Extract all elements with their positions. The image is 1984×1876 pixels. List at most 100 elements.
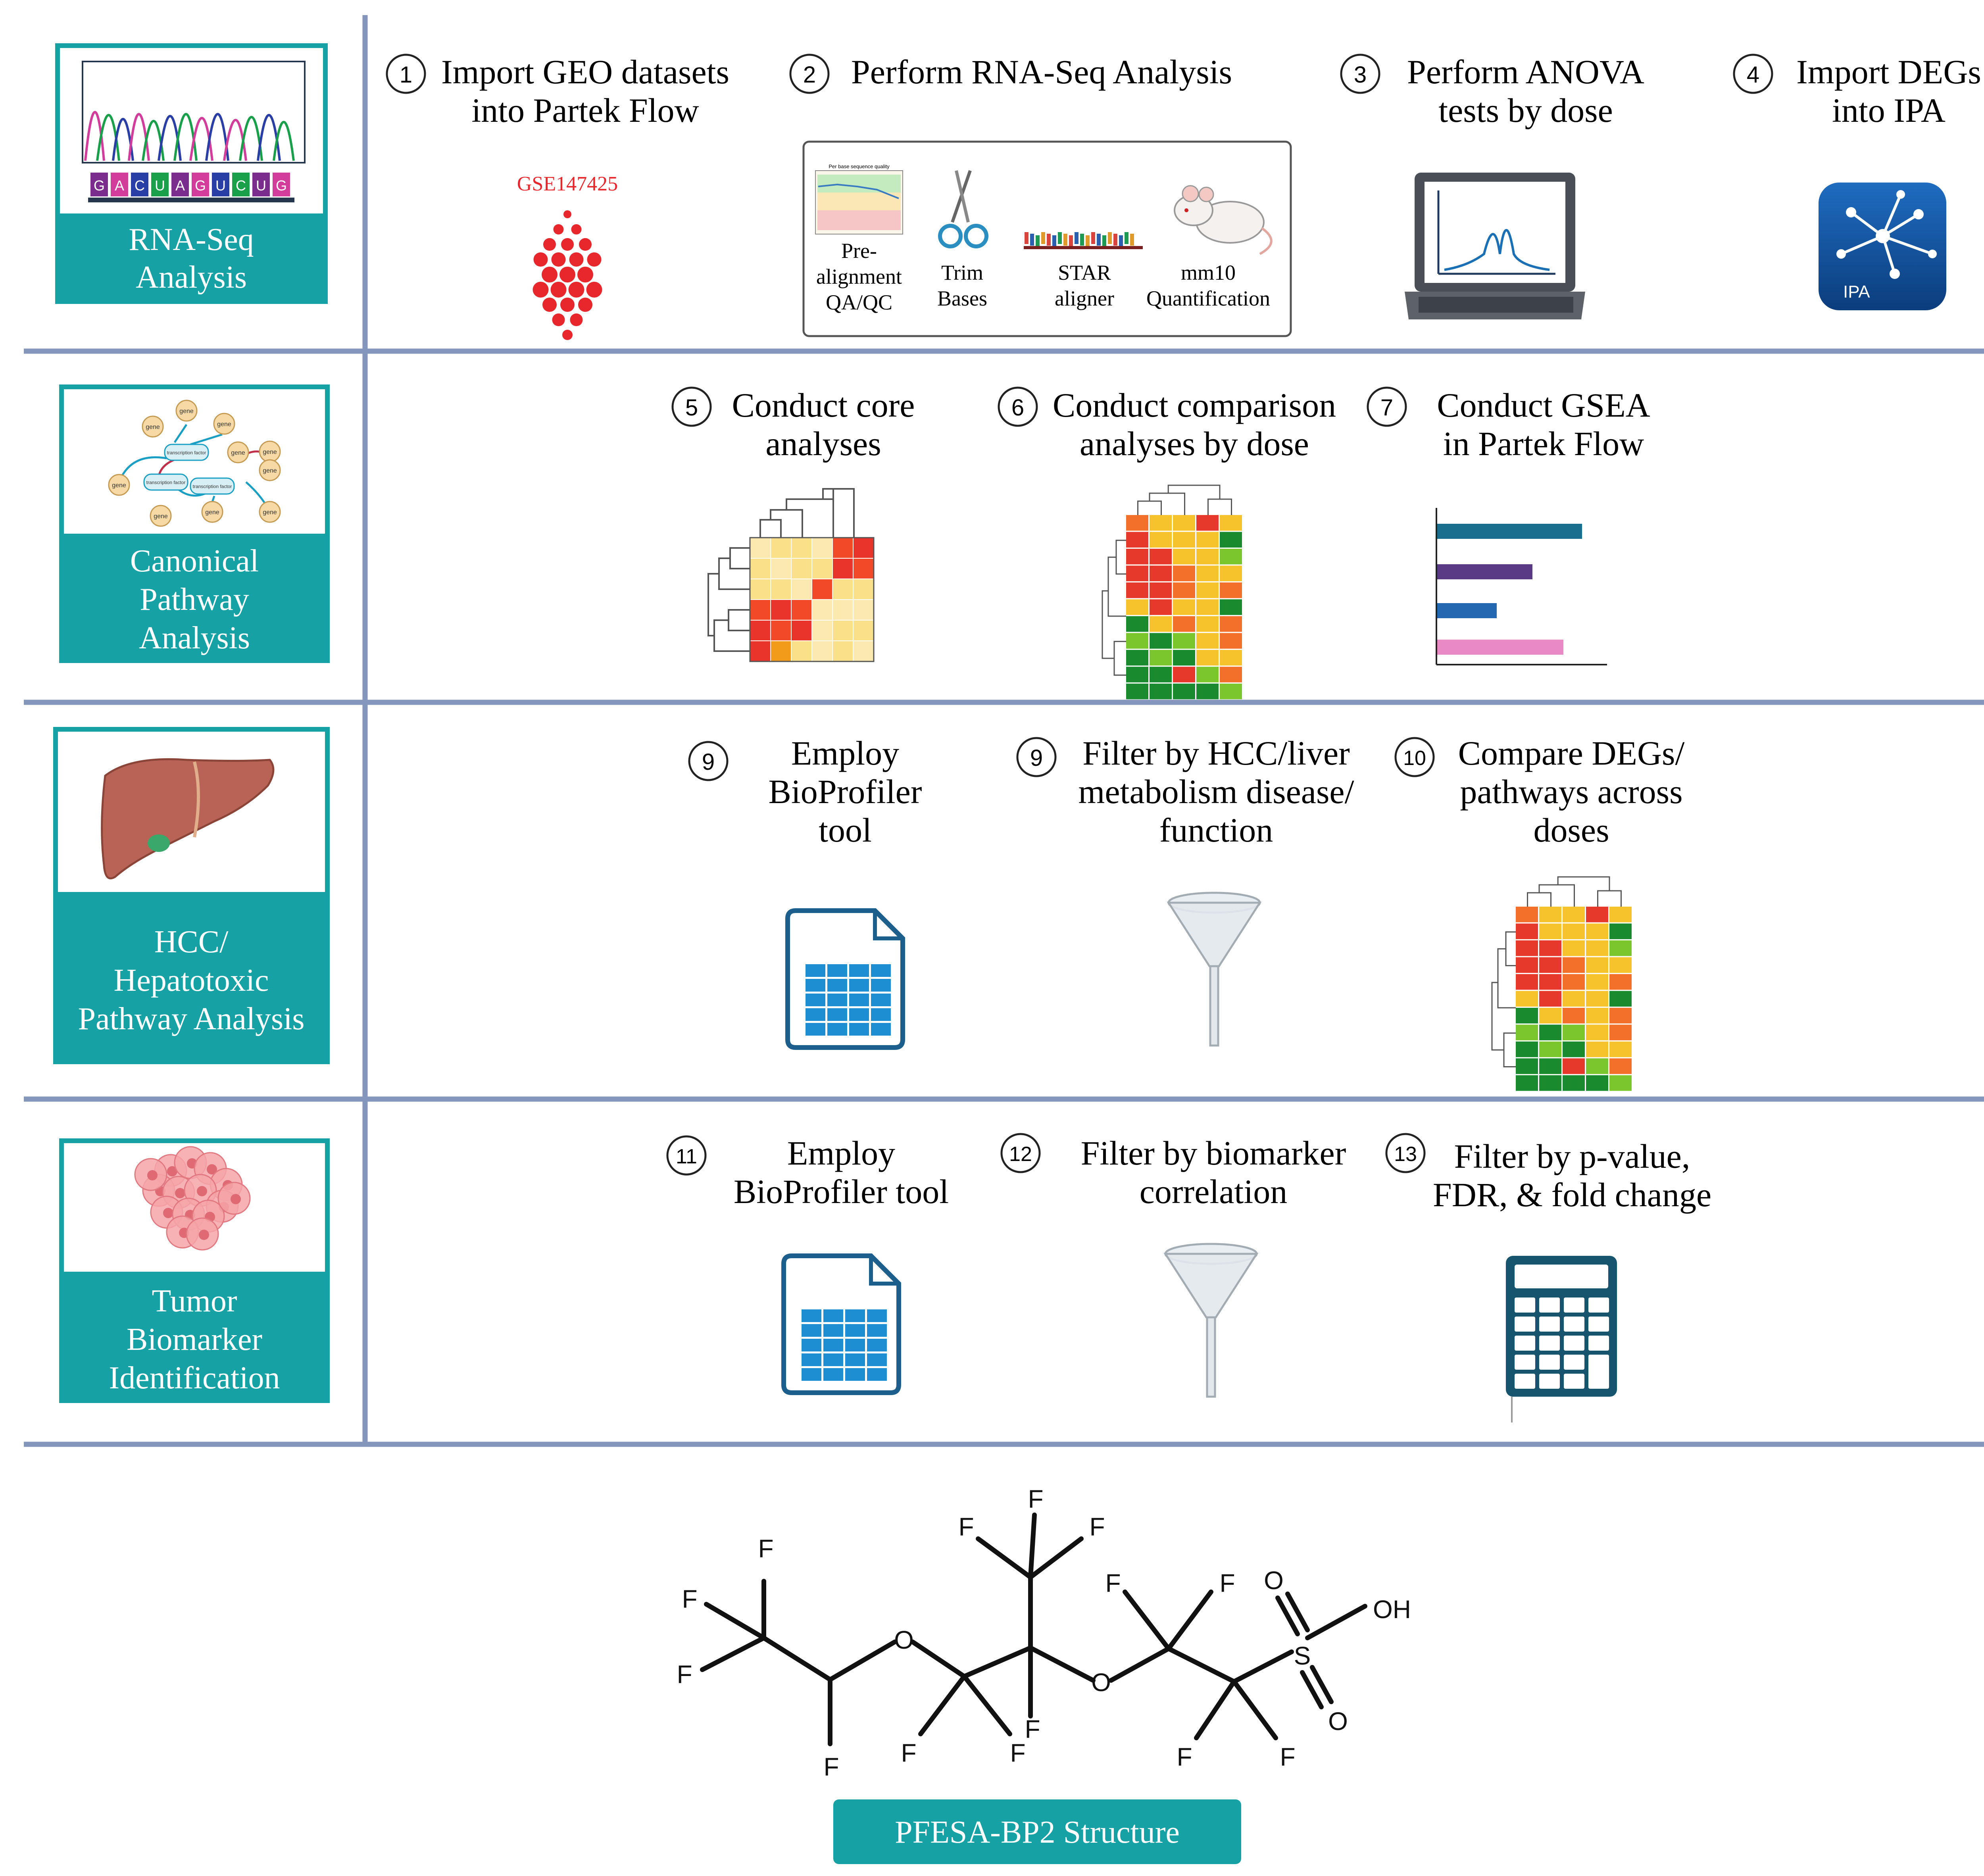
heatmap-cell: [1609, 1058, 1632, 1074]
calculator-key: [1564, 1355, 1584, 1370]
heatmap-cell: [791, 620, 812, 641]
gene-node: [201, 501, 223, 523]
gene-node: [213, 413, 235, 435]
heatmap-cell: [1516, 991, 1538, 1007]
heatmap-cell: [750, 640, 771, 662]
laptop-icon: [1405, 173, 1585, 319]
transcription-factor-label: transcription factor: [193, 484, 232, 489]
atom-label: F: [1280, 1743, 1295, 1771]
nucleotide-letter: C: [135, 177, 145, 194]
bar: [1437, 603, 1497, 618]
read-base: [1030, 234, 1034, 246]
geo-dot: [578, 298, 592, 312]
heatmap-cell: [1150, 548, 1172, 565]
step-text-line-1: Filter by biomarker: [1081, 1134, 1346, 1172]
sheet-cell: [867, 1353, 887, 1366]
atom-label: F: [1219, 1569, 1235, 1597]
atom-label: OH: [1373, 1595, 1411, 1624]
sheet-cell: [849, 979, 869, 992]
gene-node-label: gene: [231, 450, 245, 456]
nucleotide-block: [232, 173, 250, 196]
step-number-circle: [1340, 54, 1380, 94]
tumor-cells-icon: [134, 1146, 251, 1251]
heatmap-cell: [1516, 1075, 1538, 1091]
heatmap-cell: [1173, 548, 1195, 565]
heatmap-cell: [1609, 991, 1632, 1007]
sheet-cell: [802, 1309, 821, 1322]
transcription-factor-node: [190, 477, 235, 495]
heatmap-cell: [1196, 532, 1219, 548]
heatmap-cell: [1220, 565, 1242, 581]
pipeline-label: alignment: [816, 265, 902, 288]
heatmap-cell: [1563, 940, 1585, 956]
heatmap-cell: [1563, 923, 1585, 939]
gene-node: [259, 501, 281, 523]
heatmap-cell: [1220, 667, 1242, 682]
sheet-cell: [871, 1023, 891, 1036]
calculator-icon: [1506, 1256, 1617, 1422]
heatmap-cell: [1150, 515, 1172, 531]
read-base: [1069, 235, 1073, 247]
calculator-key: [1515, 1355, 1535, 1370]
heatmap-cell: [832, 537, 854, 559]
calculator-key: [1515, 1317, 1535, 1332]
heatmap-cell: [811, 558, 833, 579]
geo-dot: [587, 252, 602, 267]
sheet-cell: [849, 1023, 869, 1036]
heatmap-cell: [791, 599, 812, 621]
sheet-cell: [827, 1023, 847, 1036]
bar: [1437, 564, 1532, 579]
heatmap-cell: [1150, 582, 1172, 598]
read-base: [1119, 235, 1123, 247]
heatmap-cell: [853, 537, 874, 559]
heatmap-cell: [1173, 515, 1195, 531]
transcription-factor-label: transcription factor: [146, 480, 186, 485]
read-base: [1025, 232, 1029, 244]
heatmap-cell: [1586, 1075, 1608, 1091]
heatmap-cell: [832, 599, 854, 621]
nucleotide-letter: U: [155, 177, 165, 194]
step-number: 11: [676, 1145, 697, 1168]
geo-dot: [533, 252, 548, 267]
read-base: [1113, 234, 1117, 246]
step-number-circle: [1394, 737, 1435, 777]
step-text-line-1: Filter by HCC/liver: [1082, 734, 1350, 772]
heatmap-cell: [1196, 599, 1219, 615]
gene-node-label: gene: [217, 421, 231, 428]
heatmap-cell: [1220, 599, 1242, 615]
heatmap-border: [749, 537, 875, 662]
heatmap-cell: [1539, 923, 1561, 939]
calculator-key: [1564, 1374, 1584, 1389]
nucleotide-block: [273, 173, 290, 196]
funnel-stem: [1206, 1316, 1216, 1398]
clustered-heatmap-icon: [707, 488, 875, 662]
step-text-line-2: into IPA: [1832, 91, 1946, 129]
sheet-cell: [871, 964, 891, 977]
calculator-key: [1539, 1317, 1560, 1332]
read-base: [1091, 232, 1095, 244]
nucleotide-block: [192, 173, 209, 196]
structure-caption: PFESA-BP2 Structure: [895, 1815, 1180, 1850]
funnel-stem: [1209, 965, 1219, 1047]
geo-dot: [563, 210, 571, 218]
step-number: 10: [1403, 747, 1426, 770]
geo-dataset-icon: [533, 210, 602, 340]
step-text-line-1: Import DEGs: [1796, 53, 1981, 91]
card-label-line-3: Pathway Analysis: [78, 1001, 304, 1036]
heatmap-cell: [750, 537, 771, 559]
pfesa-bp2-structure: [700, 1513, 1367, 1746]
heatmap-cell: [853, 620, 874, 641]
card-label-line-1: RNA-Seq: [129, 222, 254, 257]
heatmap-cell: [853, 579, 874, 600]
calculator-key-tall: [1588, 1355, 1609, 1389]
heatmap-cell: [1516, 907, 1538, 923]
tumor-cell-nucleus: [207, 1164, 217, 1174]
pipeline-label: Pre-: [841, 239, 877, 263]
calculator-key: [1515, 1374, 1535, 1389]
heatmap-cell: [1609, 974, 1632, 990]
step-number-circle: [671, 386, 712, 427]
step-number: 7: [1380, 395, 1393, 421]
